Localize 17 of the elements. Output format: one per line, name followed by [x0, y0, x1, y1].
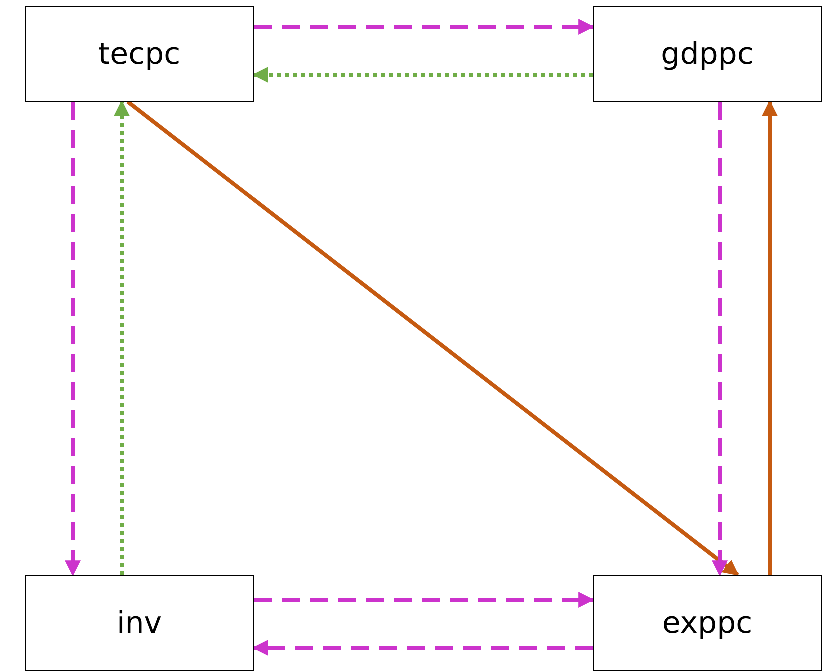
- arrow: [254, 592, 595, 608]
- node-label: gdppc: [661, 36, 754, 72]
- process-box: [593, 6, 822, 102]
- node-label: inv: [116, 606, 162, 640]
- arrow: [114, 100, 130, 575]
- arrow: [252, 640, 593, 656]
- arrow: [126, 100, 740, 577]
- node-label: tecpc: [98, 36, 181, 72]
- arrow: [712, 102, 728, 577]
- process-box: [25, 575, 254, 671]
- process-box: [593, 575, 822, 671]
- arrow: [254, 19, 595, 35]
- process-box: [25, 6, 254, 102]
- arrow: [65, 102, 81, 577]
- node-label: exppc: [662, 606, 753, 640]
- arrow: [252, 67, 593, 83]
- arrow: [762, 100, 778, 575]
